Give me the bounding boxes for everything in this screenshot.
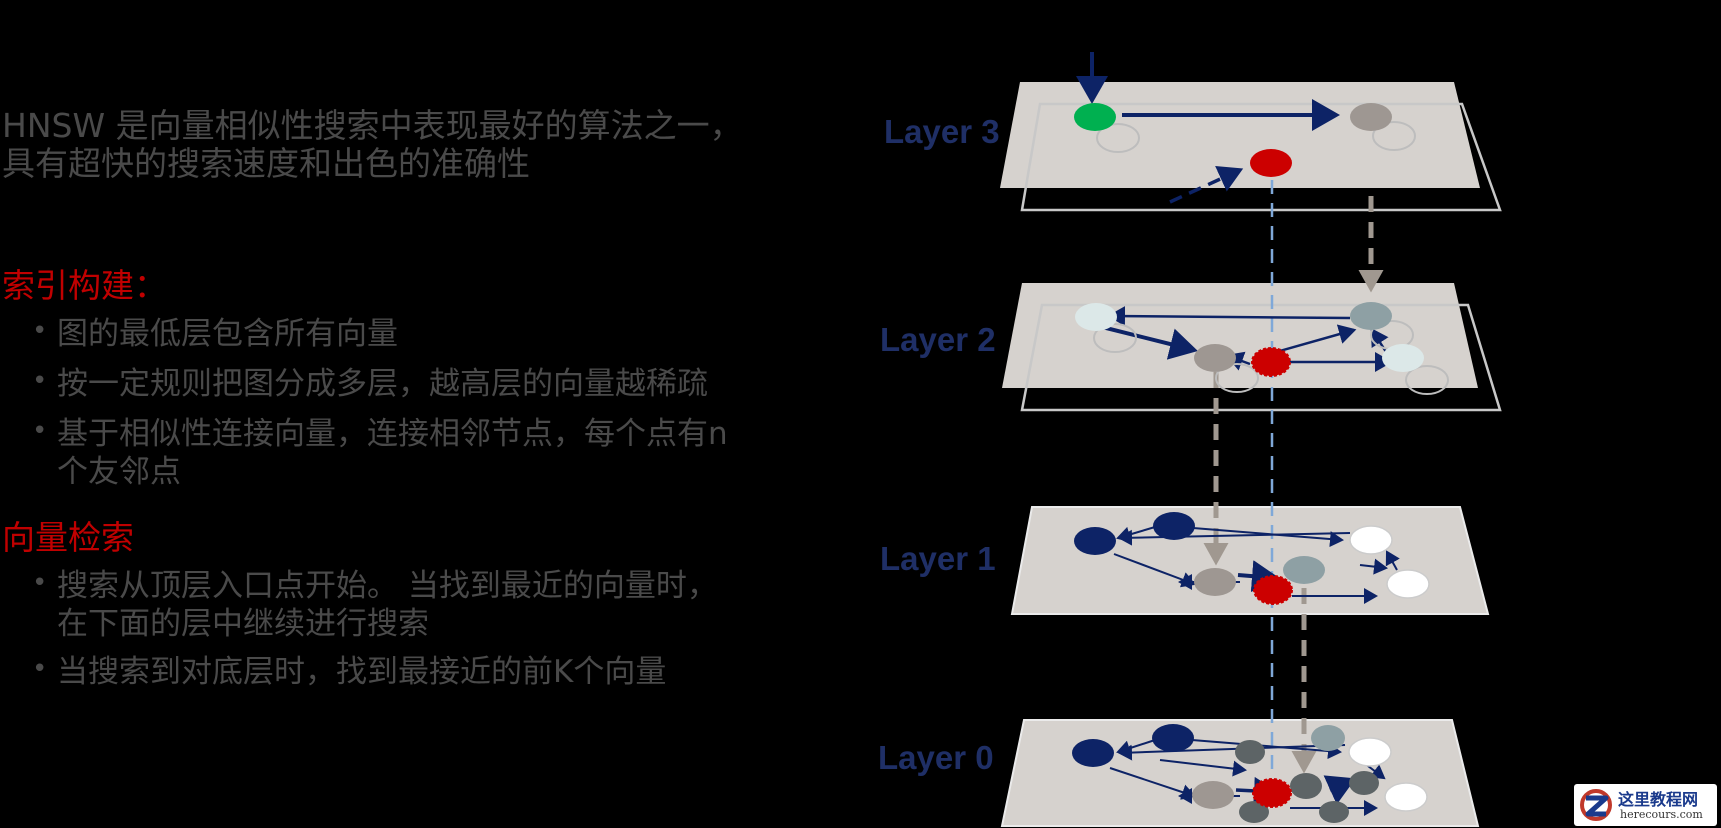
site-logo-icon: [1580, 789, 1612, 821]
layer-1-node: [1349, 525, 1393, 555]
graph-edge: [1323, 775, 1356, 805]
layer-0-node: [1319, 801, 1349, 823]
graph-edge: [1116, 739, 1156, 756]
index-bullet-2: 按一定规则把图分成多层，越高层的向量越稀疏: [57, 366, 708, 402]
graph-edge: [1107, 306, 1351, 327]
graph-edge: [1192, 527, 1344, 548]
layer-1-node: [1194, 568, 1236, 596]
layer-0-node: [1152, 724, 1194, 752]
layer-1-node: [1386, 569, 1430, 599]
layer-0-node: [1290, 773, 1322, 799]
query-arrow: [1169, 165, 1244, 204]
layer-3-plane: [1000, 82, 1502, 212]
layer-2-node: [1194, 344, 1236, 372]
vector-search-heading: 向量检索: [2, 518, 134, 557]
layer-2-plane: [1002, 283, 1502, 412]
layer-0-node: [1072, 739, 1114, 767]
layer-3-graph: [1074, 52, 1416, 204]
graph-edge: [1116, 526, 1156, 543]
bullet-marker: •: [32, 568, 48, 598]
layer-2-node: [1075, 303, 1117, 331]
layer-1-plane: [1010, 506, 1490, 615]
layer-0-node: [1348, 737, 1392, 767]
query-node: [1253, 575, 1293, 605]
watermark-cn: 这里教程网: [1618, 790, 1699, 809]
layer-0-label: Layer 0: [878, 739, 994, 776]
graph-edge: [1159, 759, 1247, 777]
query-node: [1251, 347, 1291, 377]
search-bullet-1-line-2: 在下面的层中继续进行搜索: [57, 606, 429, 642]
index-build-heading: 索引构建：: [2, 266, 167, 305]
watermark-en: herecours.com: [1620, 808, 1703, 821]
layer-2-node: [1382, 344, 1424, 372]
layer-0-node: [1235, 740, 1265, 764]
bullet-marker: •: [32, 416, 48, 446]
layer-0-node: [1349, 771, 1379, 795]
layer-2-label: Layer 2: [880, 321, 996, 358]
layer-1-node: [1074, 527, 1116, 555]
query-node: [1250, 149, 1292, 177]
layer-1-node: [1283, 556, 1325, 584]
layer-0-node: [1311, 725, 1345, 751]
layer-1-node: [1153, 512, 1195, 540]
bullet-marker: •: [32, 366, 48, 396]
search-bullet-2: 当搜索到对底层时，找到最接近的前K个向量: [57, 654, 667, 690]
intro-line-2: 具有超快的搜索速度和出色的准确性: [2, 144, 530, 183]
node-outline: [1096, 123, 1140, 153]
layer-2-graph: [1075, 302, 1449, 395]
layer-1-graph: [1074, 512, 1430, 605]
bullet-marker: •: [32, 654, 48, 684]
index-bullet-1: 图的最低层包含所有向量: [57, 316, 398, 352]
layer-3-label: Layer 3: [884, 113, 1000, 150]
node-outline: [1215, 363, 1259, 393]
entry-node: [1074, 103, 1116, 131]
index-bullet-3-line-2: 个友邻点: [57, 454, 181, 490]
layer-1-label: Layer 1: [880, 540, 996, 577]
layer-0-node: [1384, 782, 1428, 812]
node-outline: [1405, 365, 1449, 395]
graph-edge: [1359, 558, 1388, 575]
graph-edge: [1118, 529, 1351, 546]
bullet-marker: •: [32, 316, 48, 346]
graph-edge: [1191, 739, 1342, 760]
node-outline: [1372, 121, 1416, 151]
graph-edge: [1118, 744, 1346, 761]
index-bullet-3-line-1: 基于相似性连接向量，连接相邻节点，每个点有n: [57, 416, 728, 452]
layer-0-node: [1192, 781, 1234, 809]
search-bullet-1-line-1: 搜索从顶层入口点开始。 当找到最近的向量时，: [57, 568, 718, 604]
graph-edge: [1385, 550, 1400, 571]
layer-2-node: [1350, 302, 1392, 330]
layer-3-node: [1350, 103, 1392, 131]
layer-0-graph: [1072, 724, 1428, 823]
node-outline: [1093, 323, 1137, 353]
intro-line-1: HNSW 是向量相似性搜索中表现最好的算法之一，: [2, 106, 743, 145]
layer-0-node: [1239, 801, 1269, 823]
text-panel: HNSW 是向量相似性搜索中表现最好的算法之一， 具有超快的搜索速度和出色的准确…: [0, 0, 860, 828]
query-node: [1252, 778, 1292, 808]
site-watermark: 这里教程网 herecours.com: [1574, 784, 1717, 826]
